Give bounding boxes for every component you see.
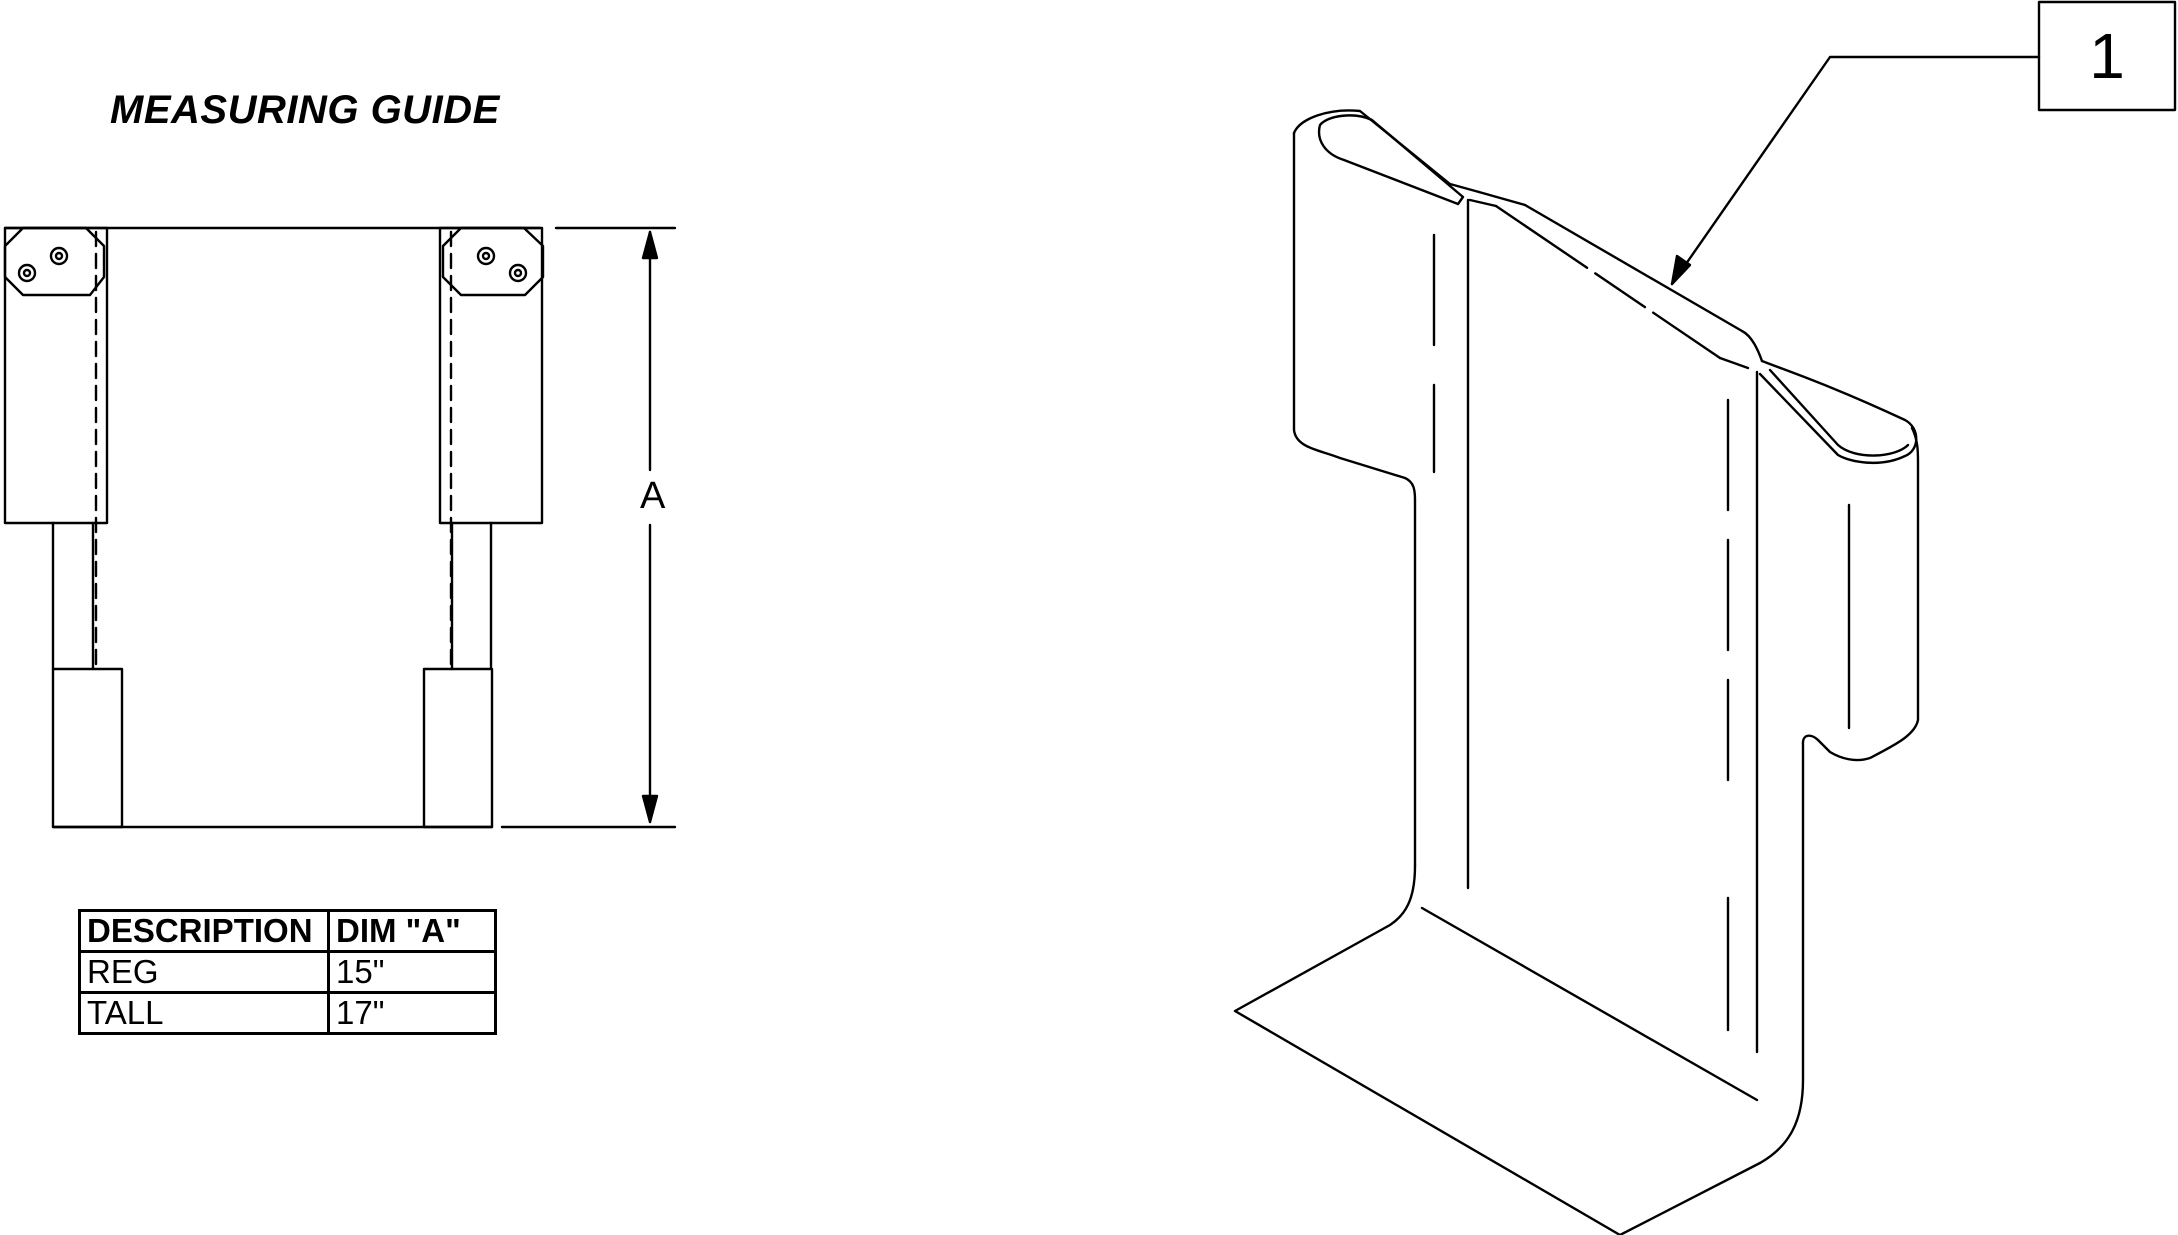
dimension-a-label: A — [640, 475, 666, 517]
description-cell: REG — [78, 950, 330, 994]
callout-number: 1 — [2089, 20, 2125, 92]
dim-a-cell: 15" — [327, 950, 497, 994]
front-view — [3, 226, 677, 829]
table-row: TALL 17" — [78, 991, 497, 1035]
table-row: REG 15" — [78, 950, 497, 994]
column-header-description: DESCRIPTION — [78, 909, 330, 953]
dim-a-cell: 17" — [327, 991, 497, 1035]
isometric-part-view — [1233, 0, 2177, 1235]
table-header-row: DESCRIPTION DIM "A" — [78, 909, 497, 953]
column-header-dim-a: DIM "A" — [327, 909, 497, 953]
measuring-guide-title: MEASURING GUIDE — [110, 88, 500, 132]
description-cell: TALL — [78, 991, 330, 1035]
dimension-table: DESCRIPTION DIM "A" REG 15" TALL 17" — [78, 909, 497, 1035]
